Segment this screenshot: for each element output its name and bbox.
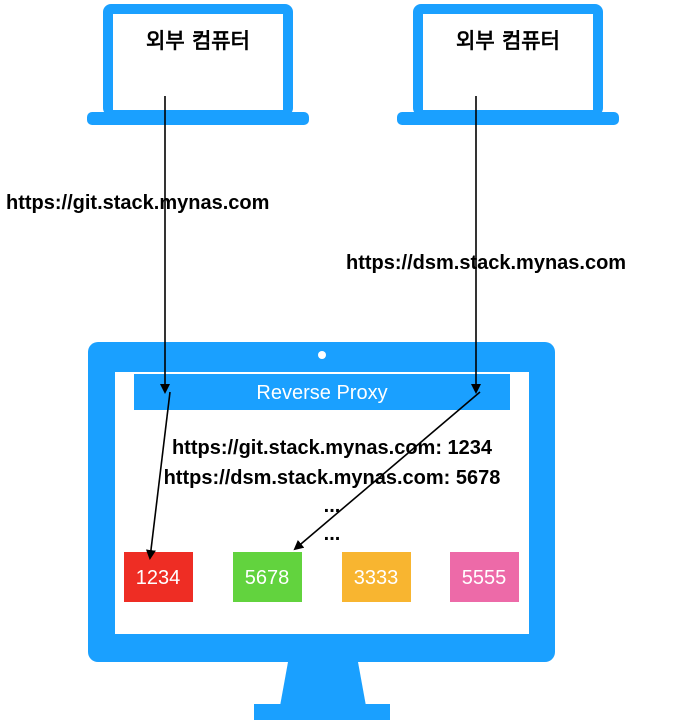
laptop-right-display: [423, 14, 593, 110]
mapping-dsm: https://dsm.stack.mynas.com: 5678: [164, 467, 501, 489]
port-label-3333: 3333: [354, 567, 399, 589]
port-5555: 5555: [450, 552, 519, 602]
laptop-left-base: [87, 112, 309, 125]
laptop-left-display: [113, 14, 283, 110]
laptop-left-label: 외부 컴퓨터: [146, 29, 250, 53]
reverse-proxy-bar: [134, 374, 510, 410]
mapping-git: https://git.stack.mynas.com: 1234: [172, 437, 493, 459]
mapping-ellipsis-1: ...: [324, 495, 341, 517]
port-5678: 5678: [233, 552, 302, 602]
url-right-label: https://dsm.stack.mynas.com: [346, 252, 626, 274]
monitor-camera: [318, 351, 326, 359]
port-3333: 3333: [342, 552, 411, 602]
port-label-5678: 5678: [245, 567, 290, 589]
port-box-pink: [450, 552, 519, 602]
arrow-proxy-to-port-5678: [293, 391, 481, 551]
url-left-label: https://git.stack.mynas.com: [6, 192, 269, 214]
laptop-right-label: 외부 컴퓨터: [456, 29, 560, 53]
laptop-left: 외부 컴퓨터: [87, 4, 309, 125]
monitor-foot: [254, 704, 390, 720]
reverse-proxy-label: Reverse Proxy: [256, 382, 387, 404]
mapping-ellipsis-2: ...: [324, 523, 341, 545]
laptop-right: 외부 컴퓨터: [397, 4, 619, 125]
port-1234: 1234: [124, 552, 193, 602]
arrow-proxy-to-port-1234: [145, 391, 171, 560]
laptop-right-base: [397, 112, 619, 125]
monitor-stand: [280, 662, 366, 706]
port-box-orange: [342, 552, 411, 602]
port-box-red: [124, 552, 193, 602]
port-label-5555: 5555: [462, 567, 507, 589]
port-label-1234: 1234: [136, 567, 181, 589]
port-box-green: [233, 552, 302, 602]
